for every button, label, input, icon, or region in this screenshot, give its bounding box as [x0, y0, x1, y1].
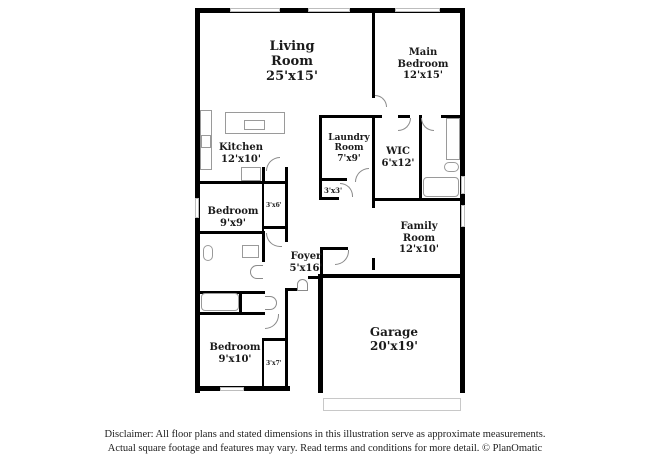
wall-family-left-bottom — [372, 258, 375, 270]
wall-main-bedroom-left — [372, 8, 375, 98]
room-label-laundry-room: Laundry Room 7'x9' — [328, 133, 370, 164]
wall-bedroom-3-top — [195, 312, 265, 315]
wall-bedroom-2-bottom — [195, 231, 265, 234]
garage-door — [323, 398, 461, 411]
wall-bath-top — [441, 115, 461, 118]
wall-closet-2-bottom — [262, 226, 288, 229]
main-bath-toilet — [444, 162, 459, 172]
door-garage-entry — [297, 279, 308, 291]
wall-closet-3-left — [262, 338, 264, 388]
wall-linen-left — [239, 291, 242, 313]
wall-coat-closet-left — [320, 247, 323, 277]
door-pantry — [266, 157, 280, 171]
disclaimer-line-1: Disclaimer: All floor plans and stated d… — [104, 429, 546, 440]
room-name: Room — [402, 232, 436, 244]
hall-bath-toilet — [203, 245, 213, 261]
room-name: Main — [408, 47, 438, 58]
hall-bath-sink — [242, 245, 259, 258]
room-name: Bedroom — [397, 58, 449, 70]
room-label-living-room: Living Room 25'x15' — [266, 39, 318, 85]
room-label-closet-bedroom-2: 3'x6' — [266, 202, 282, 209]
room-dimensions: 9'x9' — [219, 217, 246, 229]
room-dimensions: 20'x19' — [370, 338, 418, 353]
door-main-bedroom — [375, 95, 387, 107]
window-family-room-right — [461, 205, 465, 227]
room-name: Bedroom — [209, 342, 261, 353]
door-hall-bath — [250, 265, 263, 279]
window-bedroom-3-bottom — [220, 387, 244, 391]
room-dimensions: 9'x10' — [218, 353, 252, 365]
window-main-bath-right — [461, 176, 465, 194]
wall-pantry-right — [285, 167, 288, 242]
wall-hall-bath-right — [262, 232, 265, 262]
room-label-closet-laundry: 3'x3' — [324, 186, 343, 195]
wall-garage-top — [318, 274, 465, 278]
refrigerator — [241, 167, 261, 181]
wall-wic-top-right — [398, 115, 410, 118]
room-label-bedroom-3: Bedroom 9'x10' — [210, 342, 261, 365]
door-wic — [398, 118, 411, 131]
room-dimensions: 7'x9' — [337, 153, 361, 164]
room-dimensions: 6'x12' — [381, 157, 415, 169]
wall-wic-right — [419, 115, 422, 200]
disclaimer-line-2: Actual square footage and features may v… — [107, 443, 543, 454]
wall-hall-bath-mid — [195, 291, 265, 294]
wall-hall-right-top — [285, 288, 297, 291]
wall-entry-right — [308, 276, 320, 279]
room-name: Garage — [369, 325, 419, 339]
room-dimensions: 12'x15' — [403, 70, 443, 81]
room-name: Bedroom — [207, 206, 259, 217]
room-label-garage: Garage 20'x19' — [369, 325, 419, 354]
wall-main-bedroom-bottom — [320, 115, 382, 118]
room-label-kitchen: Kitchen 12'x10' — [219, 142, 263, 165]
room-name: Living — [269, 39, 315, 54]
wall-closet-bottom — [319, 197, 339, 200]
window-living-top-right — [308, 8, 350, 12]
wall-laundry-right — [372, 115, 375, 205]
hall-bath-tub — [201, 293, 239, 311]
wall-coat-closet-top — [320, 247, 348, 250]
room-dimensions: 12'x10' — [399, 244, 439, 255]
wall-laundry-left — [319, 115, 322, 200]
room-dimensions: 12'x10' — [221, 153, 261, 165]
main-bath-vanity — [446, 118, 460, 160]
room-label-bedroom-2: Bedroom 9'x9' — [208, 206, 259, 229]
room-label-family-room: Family Room 12'x10' — [399, 221, 439, 256]
room-name: Room — [271, 53, 313, 69]
window-living-top-left — [230, 8, 280, 12]
room-label-wic: WIC 6'x12' — [382, 146, 415, 169]
kitchen-stove — [201, 135, 211, 148]
wall-garage-left — [318, 276, 323, 393]
disclaimer: Disclaimer: All floor plans and stated d… — [0, 428, 650, 456]
door-main-bath — [421, 118, 434, 131]
main-bath-tub — [423, 177, 459, 197]
wall-family-left-top — [372, 198, 375, 208]
wall-laundry-bottom — [319, 178, 347, 181]
room-name: Foyer — [290, 251, 322, 262]
door-bedroom-2 — [266, 233, 282, 247]
room-name: Family — [400, 221, 438, 232]
room-dimensions: 25'x15' — [266, 68, 318, 84]
window-main-bedroom-top — [395, 8, 440, 12]
room-name: Kitchen — [218, 142, 264, 153]
room-dimensions: 5'x16' — [289, 262, 323, 274]
door-laundry — [355, 168, 369, 182]
room-label-main-bedroom: Main Bedroom 12'x15' — [398, 47, 449, 82]
door-coat-closet — [335, 250, 349, 265]
room-name: Laundry — [328, 133, 370, 143]
wall-bedroom-2-top — [195, 181, 287, 184]
wall-wic-bottom — [372, 198, 465, 201]
room-label-closet-bedroom-3: 3'x7' — [266, 360, 282, 367]
room-name: Room — [334, 143, 364, 154]
room-label-foyer: Foyer 5'x16' — [290, 251, 323, 274]
wall-pantry-left — [262, 167, 265, 183]
floor-plan: Living Room 25'x15' Main Bedroom 12'x15'… — [195, 8, 465, 411]
wall-closet-2-left — [262, 181, 264, 231]
wall-closet-3-top — [262, 338, 288, 341]
kitchen-sink — [244, 120, 265, 130]
room-name: WIC — [386, 146, 410, 157]
door-linen — [265, 296, 277, 310]
door-bedroom-3 — [265, 314, 279, 329]
window-bedroom-2-left — [195, 198, 199, 218]
